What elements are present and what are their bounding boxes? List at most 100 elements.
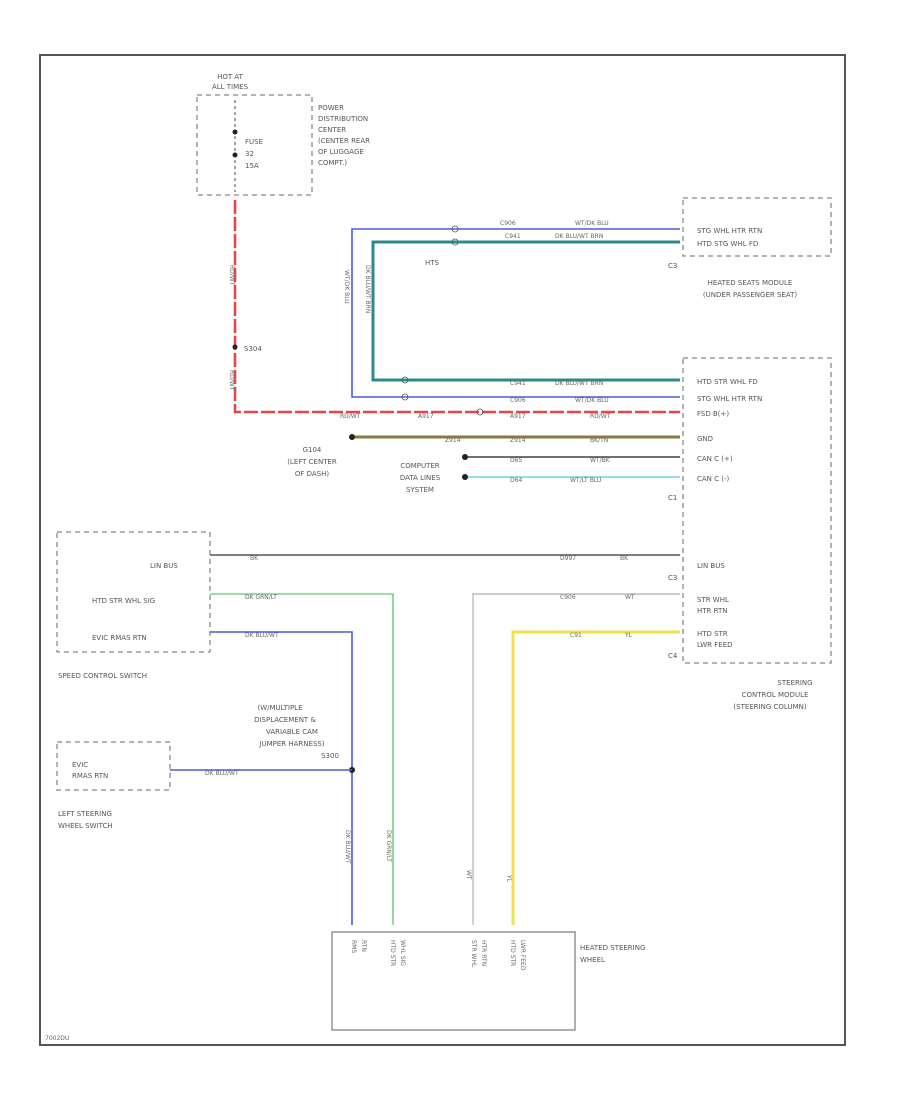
lin-color-right: BK xyxy=(620,555,629,562)
canh-color: WT/BK xyxy=(590,457,611,464)
hsw-pin2-b: WHL SIG xyxy=(399,940,406,966)
scm-pin-canl: CAN C (-) xyxy=(697,475,730,483)
scm-pin-fused: FSD B(+) xyxy=(697,410,729,418)
lin-color-left: BK xyxy=(250,555,259,562)
red-wire-label: RD/WT xyxy=(340,413,361,420)
can-high-dot xyxy=(462,454,468,460)
scm-pin-htd1: HTD STR xyxy=(697,630,728,638)
hsw-pin3-b: HTR RTN xyxy=(480,940,487,966)
g104-label-3: OF DASH) xyxy=(295,470,330,478)
red-wire-circuit-b: A917 xyxy=(510,413,526,420)
jumper-note-3: VARIABLE CAM xyxy=(266,728,318,736)
hsw-pin4-b: LWR FEED xyxy=(519,940,526,971)
red-wire-vertical-label-2: RD/WT xyxy=(228,370,235,391)
jumper-note-4: JUMPER HARNESS) xyxy=(258,740,324,748)
red-wire-vertical-label: RD/WT xyxy=(228,265,235,286)
rtn-wire-color-low: WT/DK BLU xyxy=(575,397,609,404)
scm-pin-htd2: LWR FEED xyxy=(697,641,733,649)
lsw-pin-1: EVIC xyxy=(72,761,88,769)
scs-pin-lin: LIN BUS xyxy=(150,562,178,570)
fd-wire-circuit-low: C941 xyxy=(510,380,526,387)
hsw-pin3-a: STR WHL xyxy=(470,940,477,968)
pdc-label-6: COMPT.) xyxy=(318,159,347,167)
red-wire-color-b: RD/WT xyxy=(590,413,611,420)
computer-label-2: DATA LINES xyxy=(400,474,441,482)
diagram-frame xyxy=(39,54,846,1046)
hsm-connector: C3 xyxy=(668,262,677,270)
str-rtn-circuit: C906 xyxy=(560,594,576,601)
red-wire-circuit-a: A917 xyxy=(418,413,434,420)
fd-wire-color-low: DK BLU/WT BRN xyxy=(555,380,603,387)
scm-c4: C4 xyxy=(668,652,678,660)
pin-marker xyxy=(451,225,459,233)
hsw-name-2: WHEEL xyxy=(580,956,605,964)
evic-color: DK BLU/WT xyxy=(245,632,279,639)
scs-pin-htd: HTD STR WHL SIG xyxy=(92,597,155,605)
canh-circuit: D65 xyxy=(510,457,522,464)
fd-wire-circuit: C941 xyxy=(505,233,521,240)
lin-circuit: D997 xyxy=(560,555,576,562)
scm-c1: C1 xyxy=(668,494,677,502)
scm-pin-rtn: STG WHL HTR RTN xyxy=(697,395,762,403)
hsm-pin-fd: HTD STG WHL FD xyxy=(697,240,758,248)
left-evic-color: DK BLU/WT xyxy=(205,770,239,777)
scs-name: SPEED CONTROL SWITCH xyxy=(58,672,147,680)
rtn-wire-circuit-low: C906 xyxy=(510,397,526,404)
rtn-wire-circuit: C906 xyxy=(500,220,516,227)
htd-sig-color: DK GRN/LT xyxy=(245,594,277,601)
figure-id: 7002DU xyxy=(45,1035,69,1042)
lsw-name-1: LEFT STEERING xyxy=(58,810,112,818)
heated-steering-wheel-box xyxy=(331,931,576,1031)
hts-label: HTS xyxy=(425,259,440,267)
fuse-label-1: FUSE xyxy=(245,138,263,146)
htd-signal-wire xyxy=(210,593,394,925)
str-rtn-wire xyxy=(472,593,680,925)
scm-pin-linbus: LIN BUS xyxy=(697,562,725,570)
scm-name-1: STEERING xyxy=(777,679,812,687)
splice-s304-label: S304 xyxy=(244,345,262,353)
red-power-wire xyxy=(233,200,680,414)
lwr-feed-wire xyxy=(511,630,680,925)
hsm-pin-rtn: STG WHL HTR RTN xyxy=(697,227,762,235)
scm-pin-fd: HTD STR WHL FD xyxy=(697,378,758,386)
lwr-color: YL xyxy=(624,632,633,639)
fd-loop-wire xyxy=(371,240,680,382)
scm-pin-stg2: HTR RTN xyxy=(697,607,728,615)
scm-pin-stg1: STR WHL xyxy=(697,596,729,604)
scs-pin-evic: EVIC RMAS RTN xyxy=(92,634,147,642)
lsw-name-2: WHEEL SWITCH xyxy=(58,822,113,830)
steering-control-module-box xyxy=(682,357,832,664)
fuse-dot-top xyxy=(232,129,238,135)
jumper-note-2: DISPLACEMENT & xyxy=(254,716,316,724)
pdc-label-2: DISTRIBUTION xyxy=(318,115,368,123)
evic-vertical: DK BLU/WT xyxy=(344,830,351,864)
g104-label-2: (LEFT CENTER xyxy=(287,458,337,466)
pdc-label-1: POWER xyxy=(318,104,344,112)
scm-pin-canh: CAN C (+) xyxy=(697,455,733,463)
canl-circuit: D64 xyxy=(510,477,522,484)
g104-label-1: G104 xyxy=(303,446,322,454)
evic-wire xyxy=(210,631,353,925)
hsm-name-1: HEATED SEATS MODULE xyxy=(708,279,793,287)
jumper-splice: S300 xyxy=(321,752,339,760)
left-steering-switch-box xyxy=(56,741,171,791)
str-rtn-color: WT xyxy=(625,594,635,601)
hot-at-label-2: ALL TIMES xyxy=(212,83,249,91)
can-low-dot xyxy=(462,474,468,480)
lsw-pin-2: RMAS RTN xyxy=(72,772,108,780)
splice-s304-dot xyxy=(232,344,238,350)
gnd-color: BK/TN xyxy=(590,437,608,444)
lwr-circuit: C91 xyxy=(570,632,582,639)
fuse-dot-bottom xyxy=(232,152,238,158)
hot-at-label-1: HOT AT xyxy=(217,73,244,81)
fuse-label-2: 32 xyxy=(245,150,254,158)
hsw-name-1: HEATED STEERING xyxy=(580,944,645,952)
pdc-label-4: (CENTER REAR xyxy=(318,137,370,145)
rtn-vertical-label: WT/DK BLU xyxy=(343,270,350,304)
gnd-circuit: Z914 xyxy=(445,437,461,444)
hsw-pin1-b: RTN xyxy=(360,940,367,952)
hsw-pin1-a: RMS xyxy=(350,940,357,953)
computer-label-3: SYSTEM xyxy=(406,486,434,494)
pin-marker xyxy=(401,376,409,384)
